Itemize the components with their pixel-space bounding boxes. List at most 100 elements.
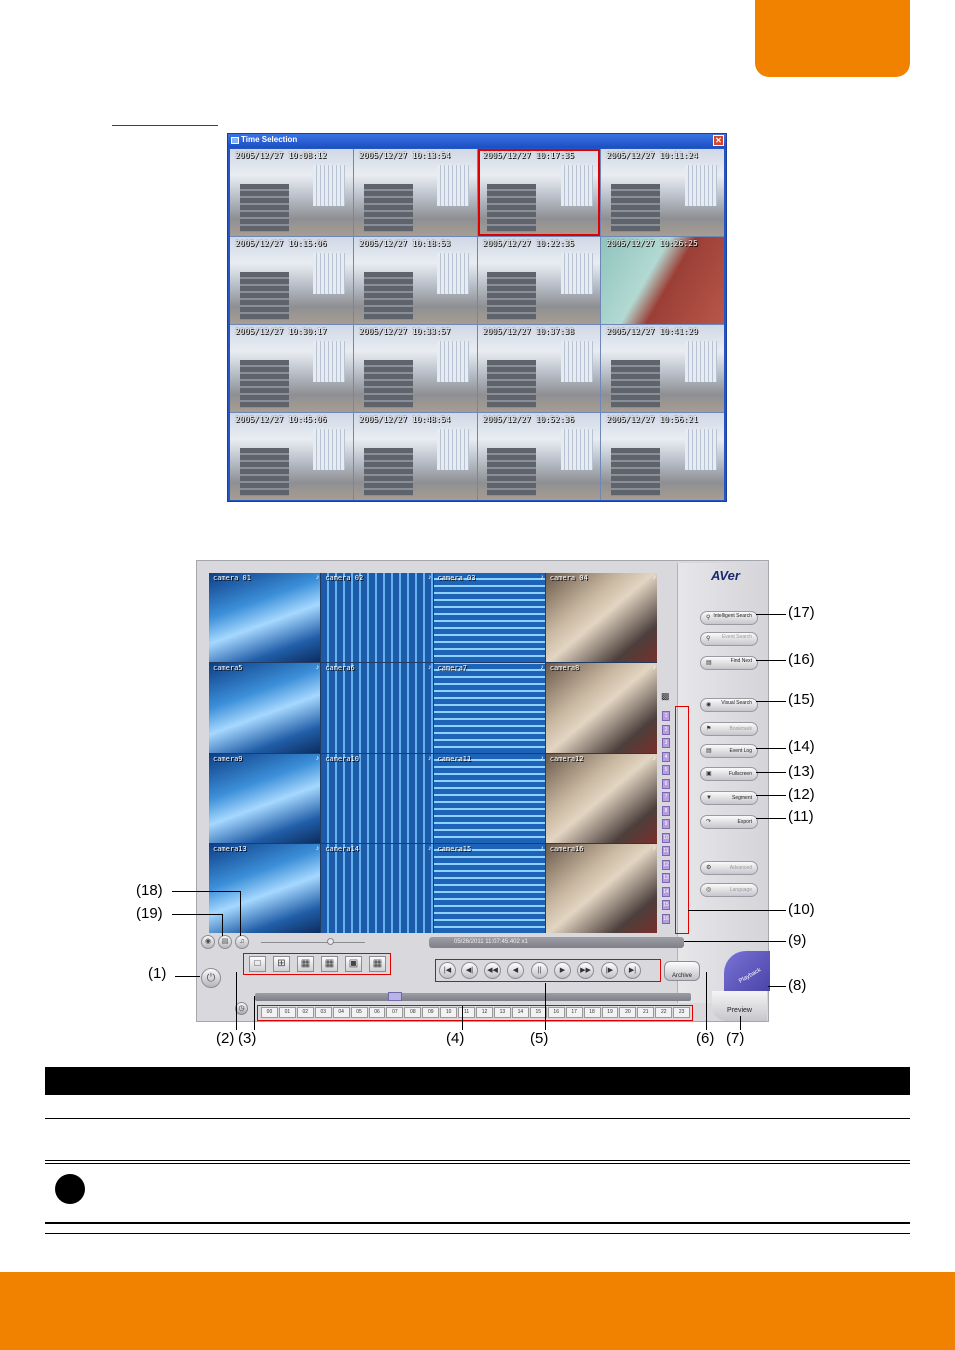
channel-button[interactable]: 6 — [662, 778, 670, 789]
camera-view[interactable]: camera 02♪ — [321, 573, 433, 663]
close-icon[interactable]: ✕ — [713, 135, 724, 146]
channel-button[interactable]: 15 — [662, 900, 670, 910]
time-thumbnail[interactable]: 2005/12/27 10:08:12 — [230, 149, 353, 236]
time-thumbnail[interactable]: 2005/12/27 10:48:54 — [353, 413, 477, 500]
time-thumbnail[interactable]: 2005/12/27 10:30:17 — [230, 325, 353, 412]
timeline-bar[interactable] — [255, 993, 691, 1001]
hour-button[interactable]: 16 — [547, 1007, 565, 1018]
fast-forward-button[interactable]: ▶▶ — [577, 962, 594, 979]
camera-view[interactable]: camera 04♪ — [545, 573, 657, 663]
volume-icon[interactable]: ♫ — [235, 935, 249, 949]
hour-button[interactable]: 14 — [511, 1007, 529, 1018]
layout-13-button[interactable]: ▦ — [369, 956, 386, 972]
hour-button[interactable]: 06 — [368, 1007, 386, 1018]
hour-button[interactable]: 02 — [296, 1007, 314, 1018]
rewind-button[interactable]: ◀◀ — [484, 962, 501, 979]
hour-button[interactable]: 07 — [386, 1007, 404, 1018]
camera-view[interactable]: camera 03♪ — [433, 573, 545, 663]
hour-button[interactable]: 21 — [637, 1007, 655, 1018]
hour-button[interactable]: 01 — [278, 1007, 296, 1018]
play-button[interactable]: ▶ — [554, 962, 571, 979]
previous-frame-button[interactable]: ◀| — [461, 962, 478, 979]
hour-button[interactable]: 15 — [529, 1007, 547, 1018]
find-next-button[interactable]: ▤Find Next — [700, 656, 758, 670]
reverse-play-button[interactable]: ◀ — [507, 962, 524, 979]
camera-view[interactable]: camera12♪ — [545, 753, 657, 843]
channel-button[interactable]: 11 — [662, 846, 670, 856]
channel-button[interactable]: 12 — [662, 859, 670, 870]
camera-view[interactable]: camera14♪ — [321, 843, 433, 933]
hour-button[interactable]: 19 — [601, 1007, 619, 1018]
hour-button[interactable]: 04 — [332, 1007, 350, 1018]
channel-button[interactable]: 9 — [662, 819, 670, 829]
hour-button[interactable]: 18 — [583, 1007, 601, 1018]
camera-view[interactable]: camera8♪ — [545, 663, 657, 753]
hour-button[interactable]: 05 — [350, 1007, 368, 1018]
channel-button[interactable]: 5 — [662, 765, 670, 775]
camera-view[interactable]: camera6♪ — [321, 663, 433, 753]
clock-icon[interactable]: ◷ — [235, 1002, 248, 1015]
camera-view[interactable]: camera 01♪ — [209, 573, 321, 663]
time-thumbnail[interactable]: 2005/12/27 10:15:06 — [230, 237, 353, 324]
camera-select-icon[interactable]: ▩ — [661, 691, 670, 701]
time-thumbnail[interactable]: 2005/12/27 10:17:35 — [477, 149, 601, 236]
channel-button[interactable]: 7 — [662, 792, 670, 802]
channel-button[interactable]: 13 — [662, 873, 670, 883]
time-thumbnail[interactable]: 2005/12/27 10:52:36 — [477, 413, 601, 500]
hour-button[interactable]: 12 — [476, 1007, 493, 1018]
fullscreen-button[interactable]: ▣Fullscreen — [700, 767, 758, 781]
hour-button[interactable]: 23 — [673, 1007, 691, 1018]
camera-view[interactable]: camera11♪ — [433, 753, 545, 843]
hour-button[interactable]: 08 — [404, 1007, 422, 1018]
first-frame-button[interactable]: |◀ — [439, 962, 456, 979]
camera-view[interactable]: camera16♪ — [545, 843, 657, 933]
last-frame-button[interactable]: ▶| — [624, 962, 641, 979]
pause-button[interactable]: || — [531, 962, 548, 979]
hour-button[interactable]: 22 — [655, 1007, 673, 1018]
hour-button[interactable]: 20 — [619, 1007, 637, 1018]
time-thumbnail[interactable]: 2005/12/27 10:18:53 — [353, 237, 477, 324]
timeline-knob[interactable] — [387, 992, 402, 1001]
hour-button[interactable]: 03 — [314, 1007, 332, 1018]
intelligent-search-button[interactable]: ⚲Intelligent Search — [700, 611, 758, 625]
export-button[interactable]: ↷Export — [700, 815, 758, 829]
camera-view[interactable]: camera15♪ — [433, 843, 545, 933]
channel-button[interactable]: 3 — [662, 738, 670, 748]
event-log-button[interactable]: ▤Event Log — [700, 744, 758, 758]
playback-button[interactable]: Playback — [724, 951, 770, 991]
camera-view[interactable]: camera13♪ — [209, 843, 321, 933]
visual-search-button[interactable]: ◉Visual Search — [700, 698, 758, 712]
channel-button[interactable]: 10 — [662, 832, 670, 843]
channel-button[interactable]: 4 — [662, 751, 670, 762]
segment-button[interactable]: ▼Segment — [700, 791, 758, 805]
time-thumbnail[interactable]: 2005/12/27 10:11:24 — [601, 149, 724, 236]
time-thumbnail[interactable]: 2005/12/27 10:22:35 — [477, 237, 601, 324]
snapshot-button[interactable]: ◉ — [201, 935, 215, 949]
language-button[interactable]: ◎Language — [700, 883, 758, 897]
layout-1-button[interactable]: □ — [249, 956, 266, 972]
channel-button[interactable]: 2 — [662, 724, 670, 735]
channel-button[interactable]: 16 — [662, 913, 670, 924]
next-frame-button[interactable]: |▶ — [601, 962, 618, 979]
hour-button[interactable]: 09 — [422, 1007, 440, 1018]
channel-button[interactable]: 14 — [662, 886, 670, 897]
time-thumbnail[interactable]: 2005/12/27 10:45:06 — [230, 413, 353, 500]
bookmark-button[interactable]: ⚑Bookmark — [700, 722, 758, 736]
volume-slider-knob[interactable] — [327, 938, 334, 945]
time-thumbnail[interactable]: 2005/12/27 10:41:29 — [601, 325, 724, 412]
hour-button[interactable]: 13 — [493, 1007, 511, 1018]
power-button[interactable]: ⏻ — [201, 968, 221, 988]
camera-view[interactable]: camera5♪ — [209, 663, 321, 753]
time-thumbnail[interactable]: 2005/12/27 10:26:25 — [601, 237, 724, 324]
time-thumbnail[interactable]: 2005/12/27 10:37:38 — [477, 325, 601, 412]
camera-view[interactable]: camera10♪ — [321, 753, 433, 843]
time-thumbnail[interactable]: 2005/12/27 10:56:21 — [601, 413, 724, 500]
archive-button[interactable]: Archive — [664, 961, 700, 981]
channel-button[interactable]: 8 — [662, 805, 670, 816]
advanced-button[interactable]: ⚙Advanced — [700, 861, 758, 875]
layout-9-button[interactable]: ▦ — [297, 956, 314, 972]
time-thumbnail[interactable]: 2005/12/27 10:33:57 — [353, 325, 477, 412]
time-thumbnail[interactable]: 2005/12/27 10:13:54 — [353, 149, 477, 236]
preview-button[interactable]: Preview — [712, 991, 767, 1021]
print-button[interactable]: ▤ — [218, 935, 232, 949]
